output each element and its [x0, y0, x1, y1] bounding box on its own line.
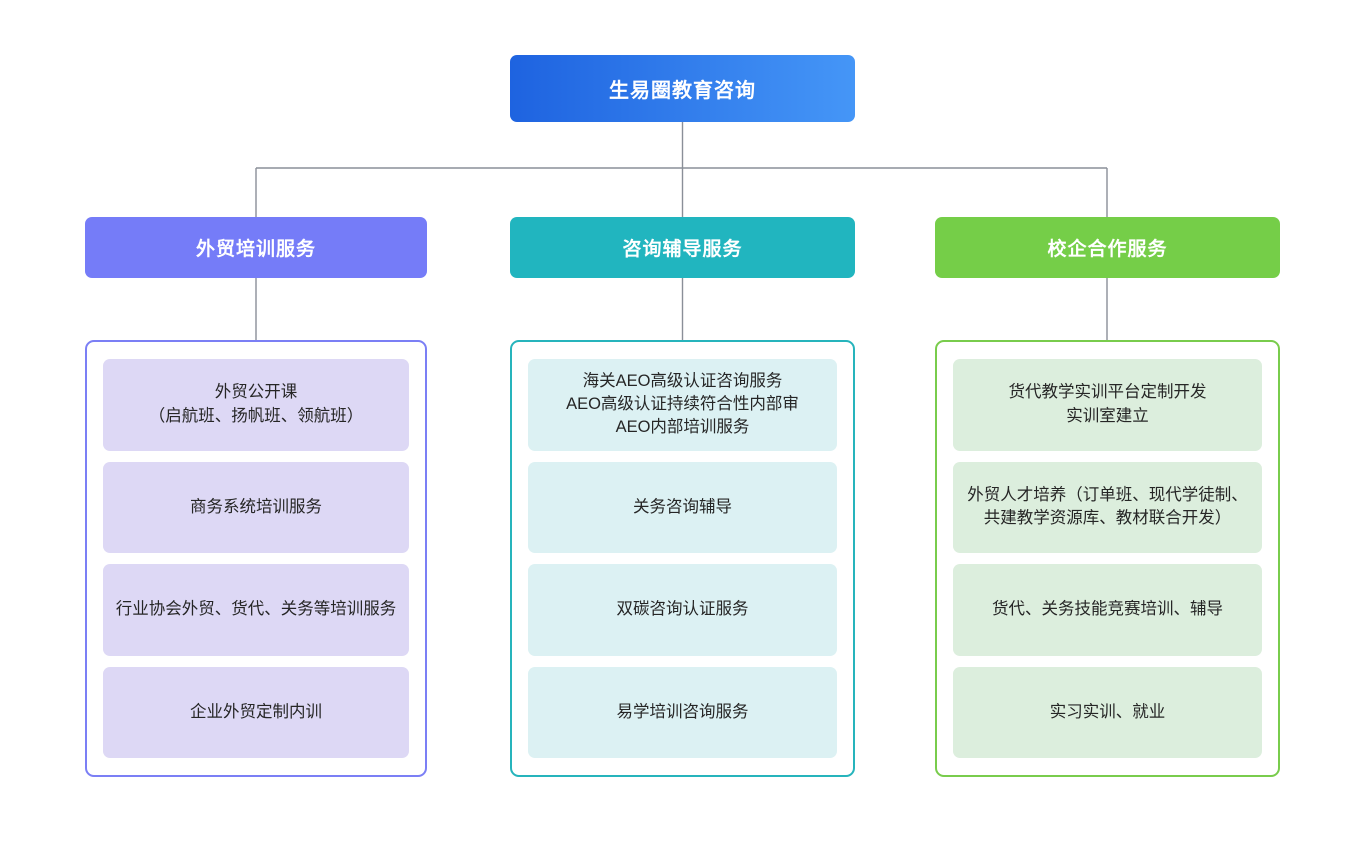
leaf-card[interactable]: 外贸公开课 （启航班、扬帆班、领航班）: [103, 359, 409, 451]
leaf-card-label: 行业协会外贸、货代、关务等培训服务: [115, 600, 397, 619]
branch-column-3: 校企合作服务 货代教学实训平台定制开发 实训室建立 外贸人才培养（订单班、现代学…: [935, 217, 1280, 777]
leaf-card[interactable]: 外贸人才培养（订单班、现代学徒制、共建教学资源库、教材联合开发）: [953, 461, 1262, 553]
leaf-card[interactable]: 海关AEO高级认证咨询服务 AEO高级认证持续符合性内部审 AEO内部培训服务: [528, 359, 837, 451]
leaf-card-label: 货代、关务技能竞赛培训、辅导: [992, 600, 1223, 619]
category-header-1-label: 外贸培训服务: [195, 239, 316, 260]
leaf-card-label: 实习实训、就业: [1049, 702, 1166, 721]
branch-column-2: 咨询辅导服务 海关AEO高级认证咨询服务 AEO高级认证持续符合性内部审 AEO…: [510, 217, 855, 777]
branch-column-1: 外贸培训服务 外贸公开课 （启航班、扬帆班、领航班） 商务系统培训服务 行业协会…: [85, 217, 427, 777]
category-header-1[interactable]: 外贸培训服务: [85, 217, 427, 278]
leaf-card[interactable]: 行业协会外贸、货代、关务等培训服务: [103, 564, 409, 656]
category-container-3: 货代教学实训平台定制开发 实训室建立 外贸人才培养（订单班、现代学徒制、共建教学…: [935, 340, 1280, 777]
leaf-card-label: 关务咨询辅导: [633, 497, 732, 516]
category-container-2: 海关AEO高级认证咨询服务 AEO高级认证持续符合性内部审 AEO内部培训服务 …: [510, 340, 855, 777]
leaf-card[interactable]: 货代教学实训平台定制开发 实训室建立: [953, 359, 1262, 451]
leaf-card-label: 易学培训咨询服务: [616, 702, 749, 721]
leaf-card[interactable]: 关务咨询辅导: [528, 461, 837, 553]
category-container-1: 外贸公开课 （启航班、扬帆班、领航班） 商务系统培训服务 行业协会外贸、货代、关…: [85, 340, 427, 777]
leaf-card-label: 货代教学实训平台定制开发 实训室建立: [1008, 383, 1207, 425]
leaf-card-label: 外贸人才培养（订单班、现代学徒制、共建教学资源库、教材联合开发）: [967, 485, 1248, 528]
leaf-card-label: 海关AEO高级认证咨询服务 AEO高级认证持续符合性内部审 AEO内部培训服务: [566, 371, 799, 437]
category-header-3-label: 校企合作服务: [1047, 239, 1168, 260]
root-node[interactable]: 生易圈教育咨询: [510, 55, 855, 122]
leaf-card[interactable]: 企业外贸定制内训: [103, 666, 409, 758]
leaf-card[interactable]: 易学培训咨询服务: [528, 666, 837, 758]
leaf-card[interactable]: 实习实训、就业: [953, 666, 1262, 758]
leaf-card-label: 企业外贸定制内训: [190, 702, 322, 721]
leaf-card-label: 商务系统培训服务: [190, 497, 322, 516]
category-header-2[interactable]: 咨询辅导服务: [510, 217, 855, 278]
leaf-card-label: 外贸公开课 （启航班、扬帆班、领航班）: [148, 383, 364, 425]
leaf-card[interactable]: 货代、关务技能竞赛培训、辅导: [953, 564, 1262, 656]
root-node-label: 生易圈教育咨询: [609, 80, 756, 102]
category-header-3[interactable]: 校企合作服务: [935, 217, 1280, 278]
leaf-card-label: 双碳咨询认证服务: [616, 600, 749, 619]
category-header-2-label: 咨询辅导服务: [622, 239, 743, 260]
leaf-card[interactable]: 商务系统培训服务: [103, 461, 409, 553]
leaf-card[interactable]: 双碳咨询认证服务: [528, 564, 837, 656]
